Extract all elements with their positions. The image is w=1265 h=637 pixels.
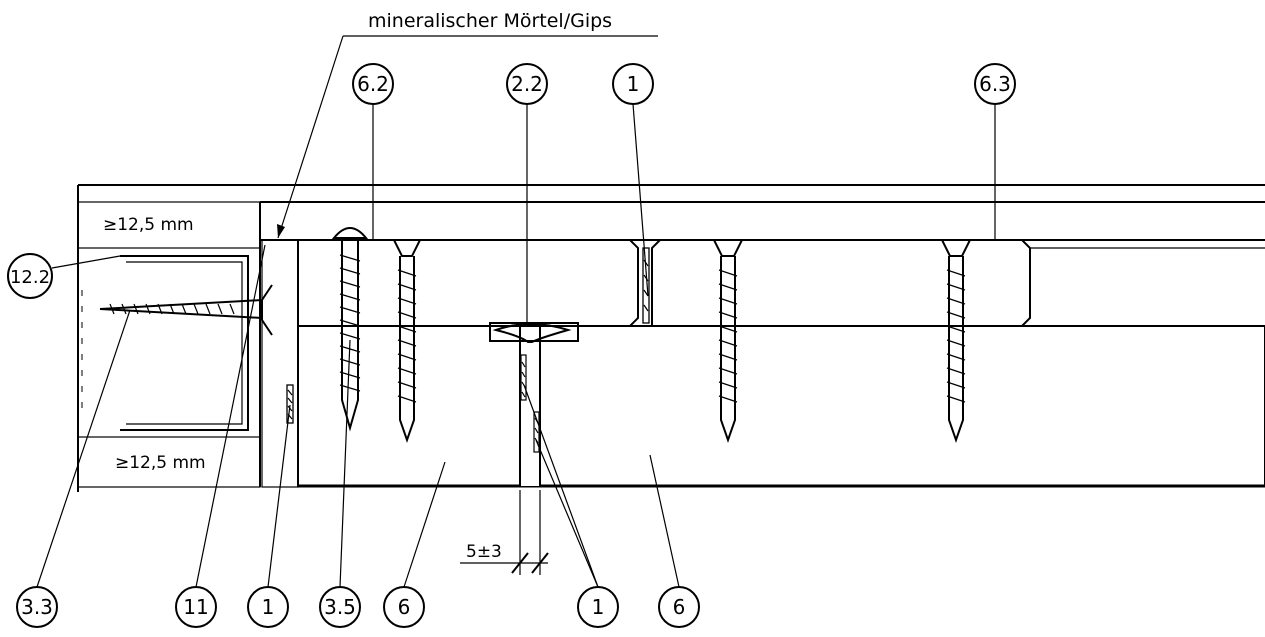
timber-panel-6-left (297, 325, 521, 487)
svg-text:12.2: 12.2 (10, 267, 50, 288)
svg-text:11: 11 (183, 595, 208, 619)
callout-6-3: 6.3 (974, 63, 1016, 105)
screws (99, 227, 972, 444)
screw-3-5 (331, 227, 369, 432)
callout-6-left: 6 (383, 586, 425, 628)
svg-text:3.5: 3.5 (324, 595, 356, 619)
gap-dimension: 5±3 (460, 490, 549, 575)
screw-upper-1 (392, 239, 422, 444)
callout-3-3: 3.3 (16, 586, 58, 628)
callout-6-2: 6.2 (352, 63, 394, 105)
callout-6-right: 6 (658, 586, 700, 628)
svg-text:2.2: 2.2 (511, 72, 543, 96)
joint-connector-2-2 (489, 322, 579, 343)
joint-seal-strip (642, 247, 650, 324)
screw-upper-2 (712, 239, 744, 444)
callout-11: 11 (175, 586, 217, 628)
svg-text:1: 1 (592, 595, 605, 619)
material-note: mineralischer Mörtel/Gips (277, 10, 658, 239)
screw-3-3 (99, 284, 273, 336)
svg-text:6.2: 6.2 (357, 72, 389, 96)
callout-3-5: 3.5 (319, 586, 361, 628)
timber-board-6-3 (651, 239, 1031, 327)
intumescent-strip (286, 384, 294, 424)
callout-2-2: 2.2 (506, 63, 548, 105)
callout-1-bottom-mid: 1 (577, 586, 619, 628)
dim-board-bottom: ≥12,5 mm (115, 453, 206, 473)
dim-board-top: ≥12,5 mm (103, 215, 194, 235)
svg-text:1: 1 (262, 595, 275, 619)
leader-lines (36, 103, 996, 588)
timber-panel-6-right (539, 325, 1265, 487)
timber-board-6-2 (297, 239, 639, 327)
callout-1-bottom-left: 1 (247, 586, 289, 628)
screw-upper-3 (940, 239, 972, 444)
callout-12-2: 12.2 (7, 253, 53, 299)
note-text: mineralischer Mörtel/Gips (368, 10, 612, 32)
upper-timber-layer (297, 239, 1031, 327)
callout-1-top: 1 (612, 63, 654, 105)
svg-text:1: 1 (627, 72, 640, 96)
lower-timber-layer (297, 325, 1265, 488)
svg-text:6.3: 6.3 (979, 72, 1011, 96)
svg-text:6: 6 (398, 595, 411, 619)
steel-stud-profile (120, 255, 249, 431)
svg-text:3.3: 3.3 (21, 595, 53, 619)
dim-gap: 5±3 (466, 542, 502, 562)
svg-text:6: 6 (673, 595, 686, 619)
mineral-mortar-strip (261, 239, 299, 488)
